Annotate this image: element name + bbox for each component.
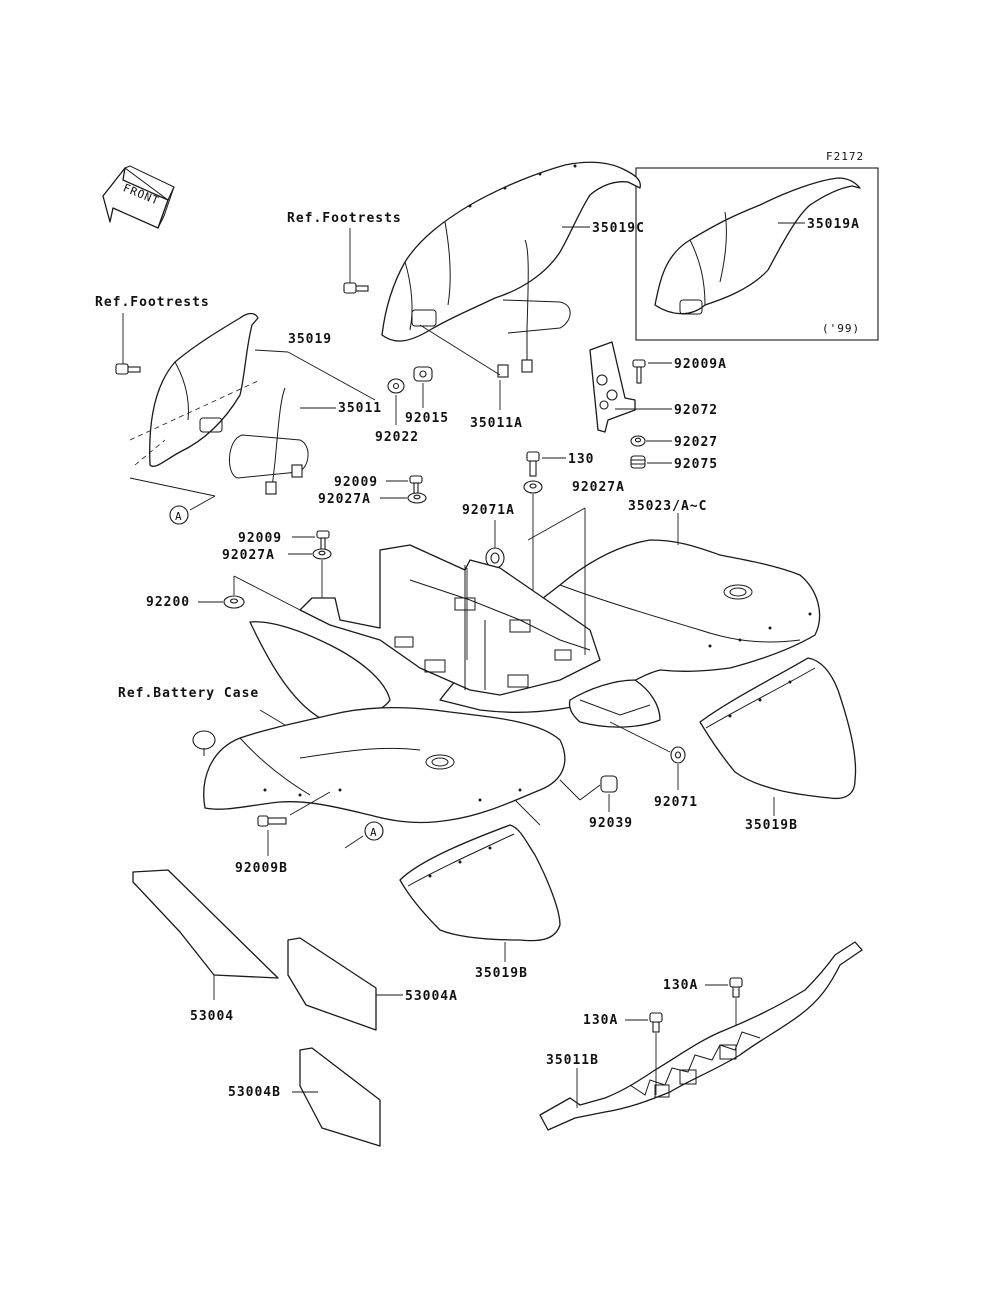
label-92022: 92022 [375, 430, 419, 445]
label-92009A: 92009A [674, 357, 727, 372]
washer-92027A-a [407, 492, 427, 504]
bolt-92009-b [316, 530, 330, 551]
push-rivet-icon [192, 730, 216, 756]
label-92009-b: 92009 [238, 531, 282, 546]
front-arrow-icon: FRONT [102, 165, 175, 229]
rod-35011 [228, 387, 309, 495]
decal-53004B [299, 1047, 381, 1147]
bolt-130 [526, 451, 540, 477]
rear-body-35023 [203, 539, 821, 824]
label-35019B-right: 35019B [745, 818, 798, 833]
ref-footrests-upper: Ref.Footrests [287, 211, 402, 226]
figure-code: F2172 [826, 150, 864, 163]
label-53004A: 53004A [405, 989, 458, 1004]
bolt-92009-a [409, 475, 423, 496]
label-35019: 35019 [288, 332, 332, 347]
label-35023: 35023/A~C [628, 499, 707, 514]
label-92027: 92027 [674, 435, 718, 450]
label-130A-top: 130A [663, 978, 698, 993]
bracket-92072 [589, 341, 636, 433]
label-130A-mid: 130A [583, 1013, 618, 1028]
grommet-92015 [413, 366, 433, 382]
inset-year-label: ('99) [822, 322, 860, 335]
label-35011: 35011 [338, 401, 382, 416]
label-35011B: 35011B [546, 1053, 599, 1068]
bolt-icon [115, 363, 141, 375]
bolt-130A-top [729, 977, 743, 998]
decal-53004A [287, 937, 377, 1031]
label-92027A-right: 92027A [572, 480, 625, 495]
bolt-92009B [257, 815, 287, 827]
label-92027A-a: 92027A [318, 492, 371, 507]
ref-footrests-left: Ref.Footrests [95, 295, 210, 310]
washer-92027A-b [312, 548, 332, 560]
callout-circle-a-center [364, 821, 384, 841]
label-92009B: 92009B [235, 861, 288, 876]
label-35019B-center: 35019B [475, 966, 528, 981]
fender-35019C [381, 161, 641, 342]
callout-a-center: A [370, 826, 378, 839]
grommet-92071 [670, 746, 686, 764]
bolt-92009A [632, 359, 646, 384]
fender-35019 [129, 312, 261, 467]
mudflap-35019B-right [699, 657, 857, 800]
label-35019C: 35019C [592, 221, 645, 236]
callout-a-left: A [175, 510, 183, 523]
mudflap-35019B-center [399, 824, 561, 942]
label-130: 130 [568, 452, 594, 467]
label-92039: 92039 [589, 816, 633, 831]
plug-92039 [600, 775, 618, 793]
label-35019A: 35019A [807, 217, 860, 232]
label-92071A: 92071A [462, 503, 515, 518]
collar-92200 [223, 595, 245, 609]
decal-53004 [132, 869, 279, 979]
label-92075: 92075 [674, 457, 718, 472]
label-53004: 53004 [190, 1009, 234, 1024]
grommet-92075 [630, 455, 646, 469]
inset-box-99: 35019A ('99) [635, 167, 879, 341]
callout-circle-a-left [169, 505, 189, 525]
label-35011A: 35011A [470, 416, 523, 431]
ref-battery-case: Ref.Battery Case [118, 686, 259, 701]
label-92027A-b: 92027A [222, 548, 275, 563]
washer-92027A-right [523, 480, 543, 494]
label-92200: 92200 [146, 595, 190, 610]
washer-92022 [387, 378, 405, 394]
label-92072: 92072 [674, 403, 718, 418]
label-53004B: 53004B [228, 1085, 281, 1100]
footrest-frame-35011B [539, 941, 863, 1131]
washer-92027 [630, 435, 646, 447]
bolt-icon [343, 282, 369, 294]
label-92071: 92071 [654, 795, 698, 810]
label-92009-a: 92009 [334, 475, 378, 490]
bolt-130A-mid [649, 1012, 663, 1033]
rod-35011A [497, 239, 571, 378]
label-92015: 92015 [405, 411, 449, 426]
